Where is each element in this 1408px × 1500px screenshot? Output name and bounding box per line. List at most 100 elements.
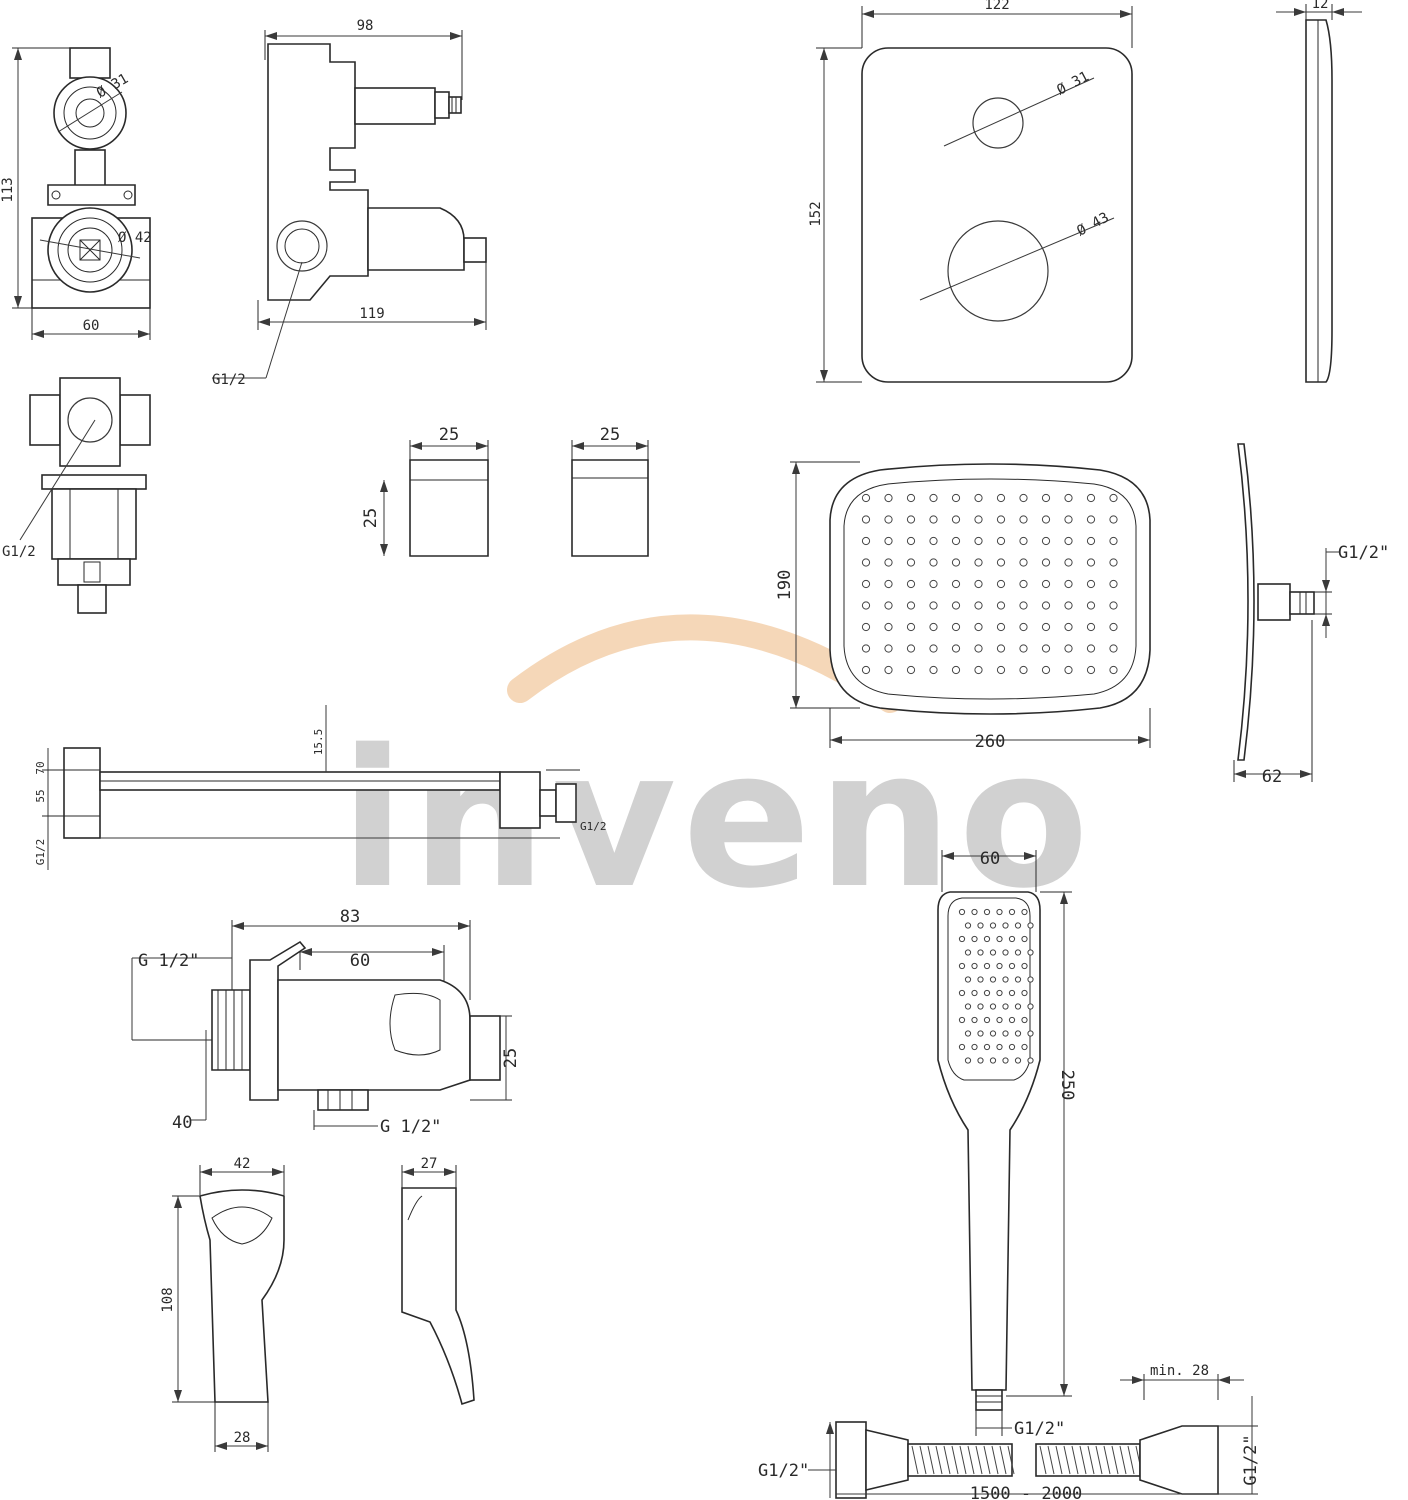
nozzle-dot bbox=[983, 908, 991, 916]
nozzle-dot bbox=[989, 976, 997, 983]
shower-arm: 15.5 70 55 G1/2 G1/2 bbox=[34, 705, 607, 870]
nozzle-dot bbox=[861, 665, 871, 675]
lever-side: 27 bbox=[401, 1156, 475, 1406]
nozzle-dot bbox=[974, 601, 983, 610]
elbow-height-label: 25 bbox=[501, 1048, 521, 1068]
hose-coil bbox=[1007, 1445, 1015, 1475]
hose-coil bbox=[975, 1445, 983, 1475]
nozzle-dot bbox=[861, 558, 871, 567]
nozzle-dot bbox=[996, 536, 1006, 546]
nozzle-dot bbox=[964, 1030, 972, 1037]
nozzle-dot bbox=[951, 644, 961, 653]
nozzle-dot bbox=[861, 515, 871, 524]
hose-coil bbox=[1087, 1445, 1095, 1475]
hand-nozzles bbox=[958, 908, 1034, 1064]
hand-g-label: G1/2" bbox=[1014, 1419, 1065, 1439]
nozzle-dot bbox=[861, 622, 871, 632]
nozzle-dot bbox=[861, 644, 871, 653]
knob-b: 25 bbox=[571, 425, 649, 557]
nozzle-dot bbox=[884, 493, 893, 503]
nozzle-dot bbox=[977, 949, 984, 956]
nozzle-dot bbox=[1008, 1043, 1016, 1051]
hose-coil bbox=[1063, 1445, 1071, 1475]
nozzle-dot bbox=[1014, 949, 1022, 956]
hose-coil bbox=[1103, 1445, 1111, 1475]
nozzle-dot bbox=[1008, 989, 1016, 997]
nozzle-dot bbox=[964, 949, 972, 956]
nozzle-dot bbox=[989, 1003, 997, 1010]
nozzle-dot bbox=[1019, 644, 1028, 653]
nozzle-dot bbox=[951, 558, 961, 567]
nozzle-dot bbox=[1041, 579, 1051, 589]
nozzle-dot bbox=[1041, 601, 1051, 610]
hose-coil bbox=[935, 1445, 943, 1475]
nozzle-dot bbox=[861, 601, 871, 610]
nozzle-dot bbox=[1014, 922, 1022, 929]
arm-dim-3-label: G1/2 bbox=[34, 839, 47, 866]
knob-a-height-label: 25 bbox=[361, 508, 381, 528]
nozzle-dot bbox=[884, 665, 893, 675]
nozzle-dot bbox=[1027, 1057, 1034, 1064]
nozzle-dot bbox=[1002, 976, 1009, 983]
nozzle-dot bbox=[1021, 935, 1028, 943]
nozzle-dot bbox=[1008, 935, 1016, 943]
nozzle-dot bbox=[971, 1043, 978, 1051]
nozzle-dot bbox=[996, 515, 1006, 524]
nozzle-dot bbox=[1041, 644, 1051, 653]
nozzle-dot bbox=[1027, 1003, 1034, 1010]
nozzle-dot bbox=[1002, 922, 1009, 929]
nozzle-dot bbox=[996, 989, 1003, 997]
nozzle-dot bbox=[1008, 908, 1016, 916]
shower-head-front: 190 260 bbox=[775, 461, 1151, 752]
nozzle-dot bbox=[1019, 536, 1028, 546]
nozzle-dot bbox=[996, 558, 1006, 567]
nozzle-dot bbox=[971, 989, 978, 997]
lever-width-label: 42 bbox=[234, 1156, 251, 1172]
nozzle-dot bbox=[1019, 493, 1028, 503]
nozzle-dot bbox=[1002, 1030, 1009, 1037]
nozzle-dot bbox=[996, 644, 1006, 653]
nozzle-dot bbox=[951, 493, 961, 503]
lever-side-label: 27 bbox=[421, 1156, 438, 1172]
nozzle-dot bbox=[1086, 515, 1096, 524]
nozzle-dot bbox=[1027, 976, 1034, 983]
nozzle-dot bbox=[964, 976, 972, 983]
nozzle-dot bbox=[906, 579, 916, 589]
nozzle-dot bbox=[951, 601, 961, 610]
nozzle-dot bbox=[974, 558, 983, 567]
nozzle-dot bbox=[951, 622, 961, 632]
hose-coil bbox=[1127, 1445, 1135, 1475]
nozzle-dot bbox=[929, 493, 938, 503]
nozzle-dot bbox=[1109, 515, 1118, 524]
nozzle-dot bbox=[996, 1016, 1003, 1024]
nozzle-dot bbox=[1041, 622, 1051, 632]
nozzle-dot bbox=[1008, 962, 1016, 970]
nozzle-dot bbox=[958, 962, 966, 970]
nozzle-dot bbox=[974, 622, 983, 632]
nozzle-dot bbox=[951, 515, 961, 524]
nozzle-dot bbox=[1109, 665, 1118, 675]
nozzle-dot bbox=[1027, 1030, 1034, 1037]
nozzle-dot bbox=[1109, 579, 1118, 589]
nozzle-dot bbox=[951, 536, 961, 546]
nozzle-dot bbox=[1086, 536, 1096, 546]
nozzle-dot bbox=[996, 962, 1003, 970]
nozzle-dot bbox=[1002, 949, 1009, 956]
nozzle-dot bbox=[884, 601, 893, 610]
head-side-g-label: G1/2" bbox=[1338, 543, 1389, 563]
nozzle-dot bbox=[884, 644, 893, 653]
nozzle-dot bbox=[1064, 579, 1073, 589]
elbow-depth-label: 40 bbox=[172, 1113, 192, 1133]
nozzle-dot bbox=[929, 536, 938, 546]
nozzle-dot bbox=[1041, 536, 1051, 546]
head-side-depth-label: 62 bbox=[1262, 767, 1282, 787]
nozzle-dot bbox=[861, 493, 871, 503]
nozzle-dot bbox=[1064, 665, 1073, 675]
nozzle-dot bbox=[983, 1016, 991, 1024]
nozzle-dot bbox=[929, 601, 938, 610]
hose-g-left-label: G1/2" bbox=[758, 1461, 809, 1481]
valve-dia-mid-label: Ø 42 bbox=[118, 230, 152, 246]
elbow-g-in-label: G 1/2" bbox=[138, 951, 199, 971]
nozzle-dot bbox=[1021, 1016, 1028, 1024]
